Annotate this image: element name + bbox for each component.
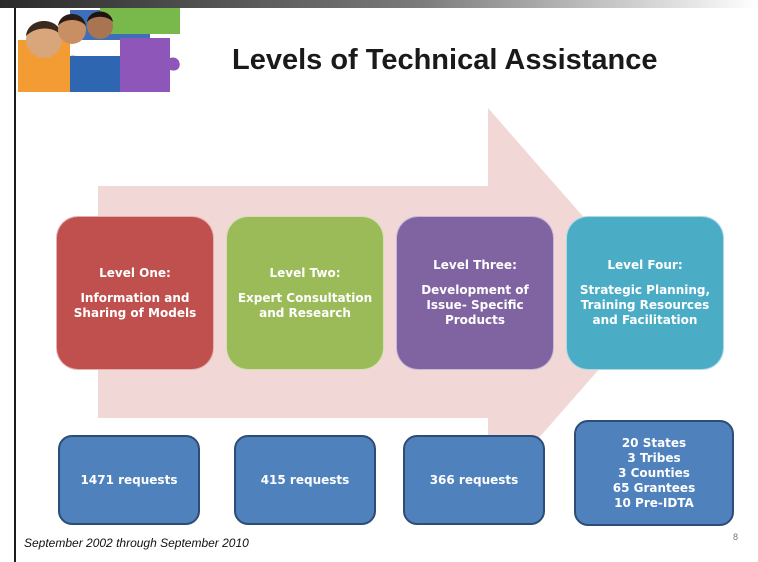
top-border bbox=[0, 0, 758, 8]
date-range-footer: September 2002 through September 2010 bbox=[24, 536, 249, 550]
slide-title: Levels of Technical Assistance bbox=[232, 44, 658, 76]
level-two-box: Level Two: Expert Consultation and Resea… bbox=[226, 216, 384, 370]
level-two-title: Level Two: bbox=[269, 265, 341, 280]
recipients-line: 20 States bbox=[621, 435, 687, 450]
recipients-line: 65 Grantees bbox=[612, 480, 696, 495]
person-face-2 bbox=[58, 16, 86, 44]
left-border bbox=[14, 8, 16, 562]
header-puzzle-photo bbox=[18, 8, 758, 92]
puzzle-piece-purple bbox=[120, 38, 180, 92]
puzzle-piece-blue-2 bbox=[70, 56, 120, 92]
person-face-1 bbox=[26, 22, 62, 58]
level-one-requests: 1471 requests bbox=[58, 435, 200, 525]
level-three-requests: 366 requests bbox=[403, 435, 545, 525]
level-three-description: Development of Issue- Specific Products bbox=[421, 283, 529, 327]
page-number: 8 bbox=[733, 532, 739, 542]
level-two-description: Expert Consultation and Research bbox=[237, 290, 373, 320]
person-face-3 bbox=[87, 13, 113, 39]
level-four-recipients: 20 States 3 Tribes 3 Counties 65 Grantee… bbox=[574, 420, 734, 526]
level-three-box: Level Three: Development of Issue- Speci… bbox=[396, 216, 554, 370]
level-one-description: Information and Sharing of Models bbox=[73, 290, 197, 320]
level-four-box: Level Four: Strategic Planning, Training… bbox=[566, 216, 724, 370]
level-two-requests: 415 requests bbox=[234, 435, 376, 525]
level-one-title: Level One: bbox=[99, 265, 171, 280]
recipients-line: 10 Pre-IDTA bbox=[614, 495, 694, 510]
recipients-line: 3 Counties bbox=[618, 465, 690, 480]
recipients-line: 3 Tribes bbox=[627, 450, 681, 465]
level-one-box: Level One: Information and Sharing of Mo… bbox=[56, 216, 214, 370]
puzzle-piece-green bbox=[100, 8, 180, 34]
level-four-title: Level Four: bbox=[607, 258, 683, 272]
level-four-description: Strategic Planning, Training Resources a… bbox=[579, 283, 711, 327]
level-three-title: Level Three: bbox=[433, 258, 517, 272]
